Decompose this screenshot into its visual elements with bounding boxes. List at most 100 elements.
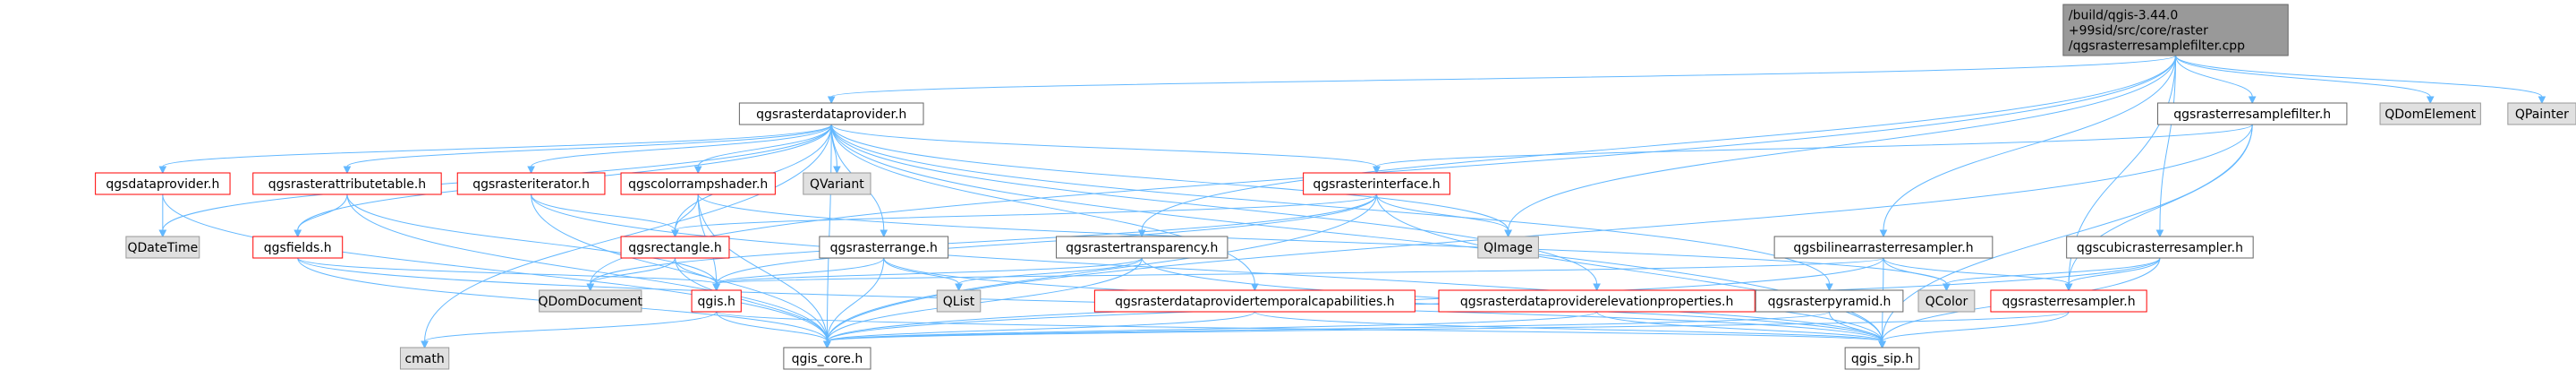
node-label-root: +99sid/src/core/raster xyxy=(2069,24,2208,39)
edge-cubic-to-rres xyxy=(2064,257,2161,292)
node-rdp[interactable]: qgsrasterdataprovider.h xyxy=(738,102,924,125)
node-box-qvariant xyxy=(803,172,871,195)
node-label-core: qgis_core.h xyxy=(792,352,863,366)
node-label-rpyr: qgsrasterpyramid.h xyxy=(1768,295,1892,309)
edge-root-to-cubic xyxy=(2155,55,2177,238)
edge-rdp-to-qgsdataprovider xyxy=(158,124,832,175)
edge-rattr-to-core xyxy=(346,194,831,349)
edge-rres-to-core xyxy=(823,311,2070,349)
node-fields[interactable]: qgsfields.h xyxy=(252,236,344,259)
node-qvariant: QVariant xyxy=(803,172,871,195)
node-label-rrf: qgsrasterresamplefilter.h xyxy=(2173,108,2331,122)
node-rrange[interactable]: qgsrasterrange.h xyxy=(819,236,949,259)
edge-rdp-to-rdptc xyxy=(830,124,1259,292)
node-label-root: /qgsrasterresamplefilter.cpp xyxy=(2069,39,2245,54)
node-label-rdp: qgsrasterdataprovider.h xyxy=(756,108,906,122)
edge-rrange-to-core xyxy=(823,257,885,349)
node-box-rect xyxy=(620,236,730,259)
node-label-fields: qgsfields.h xyxy=(264,241,332,255)
node-label-qdomelement: QDomElement xyxy=(2385,108,2476,122)
edge-bilin-to-qgis xyxy=(712,257,1884,292)
node-label-qpainter: QPainter xyxy=(2515,108,2569,122)
node-label-rres: qgsrasterresampler.h xyxy=(2002,295,2136,309)
node-box-qdomdoc xyxy=(539,289,642,313)
node-box-rint xyxy=(1303,172,1450,195)
edge-qgsdataprovider-to-core xyxy=(162,194,831,349)
edge-root-to-qpainter xyxy=(2175,55,2546,105)
node-rdptc[interactable]: qgsrasterdataprovidertemporalcapabilitie… xyxy=(1093,289,1416,313)
node-rint[interactable]: qgsrasterinterface.h xyxy=(1303,172,1450,195)
node-box-fields xyxy=(252,236,344,259)
node-rpyr[interactable]: qgsrasterpyramid.h xyxy=(1755,289,1904,313)
node-core[interactable]: qgis_core.h xyxy=(783,347,871,370)
node-box-rattr xyxy=(252,172,442,195)
node-label-qimage: QImage xyxy=(1484,241,1533,255)
node-rdpep[interactable]: qgsrasterdataproviderelevationproperties… xyxy=(1438,289,1756,313)
edge-rdp-to-rdpep xyxy=(830,124,1601,292)
node-cubic[interactable]: qgscubicrasterresampler.h xyxy=(2066,236,2254,259)
node-root[interactable]: /build/qgis-3.44.0+99sid/src/core/raster… xyxy=(2062,4,2289,56)
edge-rdpep-to-sip xyxy=(1596,311,1886,349)
node-label-bilin: qgsbilinearrasterresampler.h xyxy=(1793,241,1973,255)
node-label-cmath: cmath xyxy=(404,352,444,366)
node-rrf[interactable]: qgsrasterresamplefilter.h xyxy=(2157,102,2348,125)
node-box-qgis xyxy=(691,289,742,313)
edge-rdpep-to-core xyxy=(823,311,1598,349)
node-box-rdpep xyxy=(1438,289,1756,313)
node-crs[interactable]: qgscolorrampshader.h xyxy=(620,172,776,195)
node-rres[interactable]: qgsrasterresampler.h xyxy=(1990,289,2147,313)
edge-root-to-rtrans xyxy=(1137,55,2177,238)
node-qlist: QList xyxy=(936,289,982,313)
node-box-rdptc xyxy=(1093,289,1416,313)
node-rtrans[interactable]: qgsrastertransparency.h xyxy=(1056,236,1228,259)
edge-rres-to-sip xyxy=(1878,311,2070,349)
node-label-qvariant: QVariant xyxy=(810,177,864,192)
node-label-rdpep: qgsrasterdataproviderelevationproperties… xyxy=(1460,295,1733,309)
edge-qgis-to-cmath xyxy=(421,311,718,349)
node-box-crs xyxy=(620,172,776,195)
node-box-rres xyxy=(1990,289,2147,313)
node-box-qdomelement xyxy=(2379,102,2481,125)
node-label-rattr: qgsrasterattributetable.h xyxy=(268,177,426,192)
node-box-sip xyxy=(1844,347,1920,370)
edge-rdp-to-rpyr xyxy=(830,124,1833,292)
node-label-rtrans: qgsrastertransparency.h xyxy=(1066,241,1218,255)
node-label-qgis: qgis.h xyxy=(698,295,735,309)
edge-rect-to-qdomdoc xyxy=(586,257,676,292)
node-box-qdatetime xyxy=(125,236,200,259)
node-box-rpyr xyxy=(1755,289,1904,313)
node-rattr[interactable]: qgsrasterattributetable.h xyxy=(252,172,442,195)
edge-rrf-to-rint xyxy=(1373,124,2253,175)
edge-rdp-to-rint xyxy=(830,124,1381,175)
edge-root-to-qimage xyxy=(1504,55,2177,238)
node-label-qdomdoc: QDomDocument xyxy=(538,295,642,309)
node-label-root: /build/qgis-3.44.0 xyxy=(2069,9,2178,23)
node-box-qgsdataprovider xyxy=(95,172,231,195)
node-label-rect: qgsrectangle.h xyxy=(628,241,721,255)
node-box-bilin xyxy=(1773,236,1994,259)
node-qgis[interactable]: qgis.h xyxy=(691,289,742,313)
edge-layer xyxy=(158,55,2546,349)
node-label-sip: qgis_sip.h xyxy=(1851,352,1913,366)
node-qgsdataprovider[interactable]: qgsdataprovider.h xyxy=(95,172,231,195)
node-qcolor: QColor xyxy=(1917,289,1976,313)
node-label-qgsdataprovider: qgsdataprovider.h xyxy=(106,177,219,192)
node-label-rrange: qgsrasterrange.h xyxy=(830,241,938,255)
edge-rdp-to-riter xyxy=(527,124,832,175)
edge-rint-to-qimage xyxy=(1376,194,1512,238)
node-riter[interactable]: qgsrasteriterator.h xyxy=(456,172,606,195)
node-box-cmath xyxy=(399,347,450,370)
node-sip[interactable]: qgis_sip.h xyxy=(1844,347,1920,370)
edge-fields-to-qgis xyxy=(297,257,720,292)
node-label-rint: qgsrasterinterface.h xyxy=(1313,177,1440,192)
node-box-riter xyxy=(456,172,606,195)
node-box-core xyxy=(783,347,871,370)
node-rect[interactable]: qgsrectangle.h xyxy=(620,236,730,259)
node-box-root xyxy=(2062,4,2289,56)
edge-rdp-to-sip xyxy=(830,124,1886,349)
node-label-crs: qgscolorrampshader.h xyxy=(628,177,768,192)
node-label-cubic: qgscubicrasterresampler.h xyxy=(2077,241,2243,255)
edge-riter-to-sip xyxy=(531,194,1886,349)
node-bilin[interactable]: qgsbilinearrasterresampler.h xyxy=(1773,236,1994,259)
edge-root-to-qdomelement xyxy=(2175,55,2435,105)
